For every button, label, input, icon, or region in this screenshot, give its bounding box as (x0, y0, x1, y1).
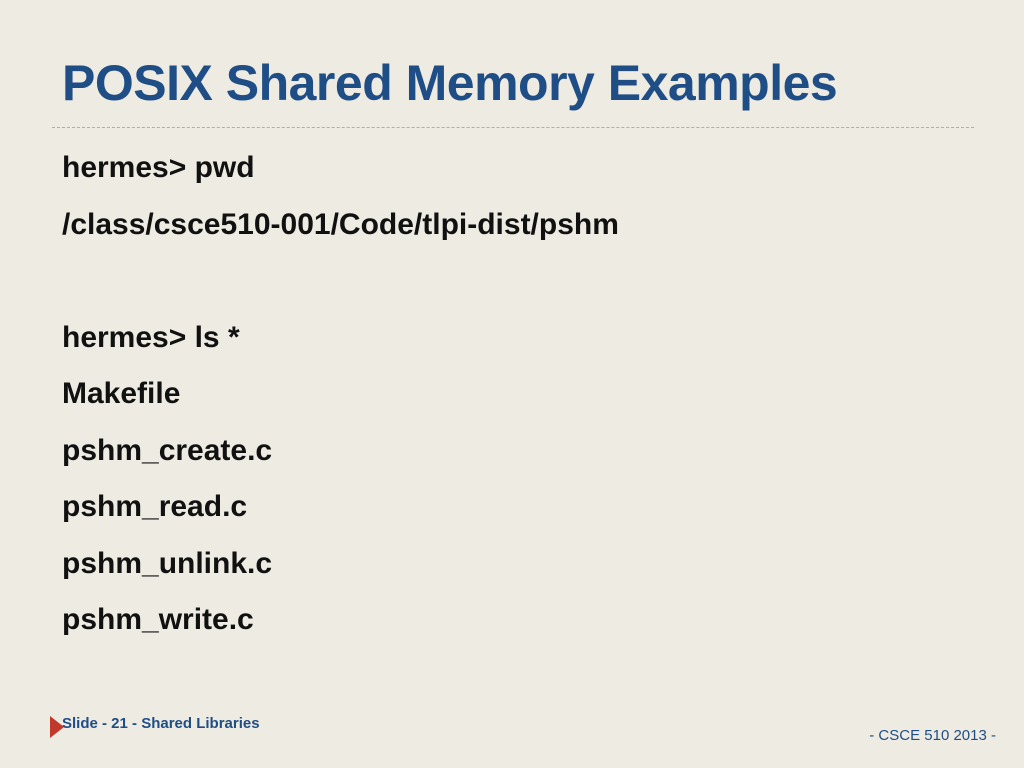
triangle-marker-icon (50, 716, 64, 738)
blank-line (62, 256, 619, 313)
text-line: pshm_read.c (62, 490, 248, 523)
text-line: pshm_unlink.c (62, 546, 273, 580)
footer-slide-label: Slide - 21 - Shared Libraries (50, 714, 260, 738)
text-line: pshm_write.c (62, 603, 254, 636)
slide-title: POSIX Shared Memory Examples (62, 55, 838, 111)
text-line: Makefile (62, 377, 181, 410)
text-line: pshm_create.c (62, 433, 273, 467)
text-line: hermes> pwd (62, 151, 255, 184)
footer-course-label: - CSCE 510 2013 - (869, 727, 996, 744)
terminal-output: hermes> pwd /class/csce510-001/Code/tlpi… (62, 143, 619, 652)
text-line: hermes> ls * (62, 320, 240, 354)
footer-left-text: Slide - 21 - Shared Libraries (62, 714, 260, 732)
title-divider (52, 127, 974, 128)
text-line: /class/csce510-001/Code/tlpi-dist/pshm (62, 207, 619, 241)
